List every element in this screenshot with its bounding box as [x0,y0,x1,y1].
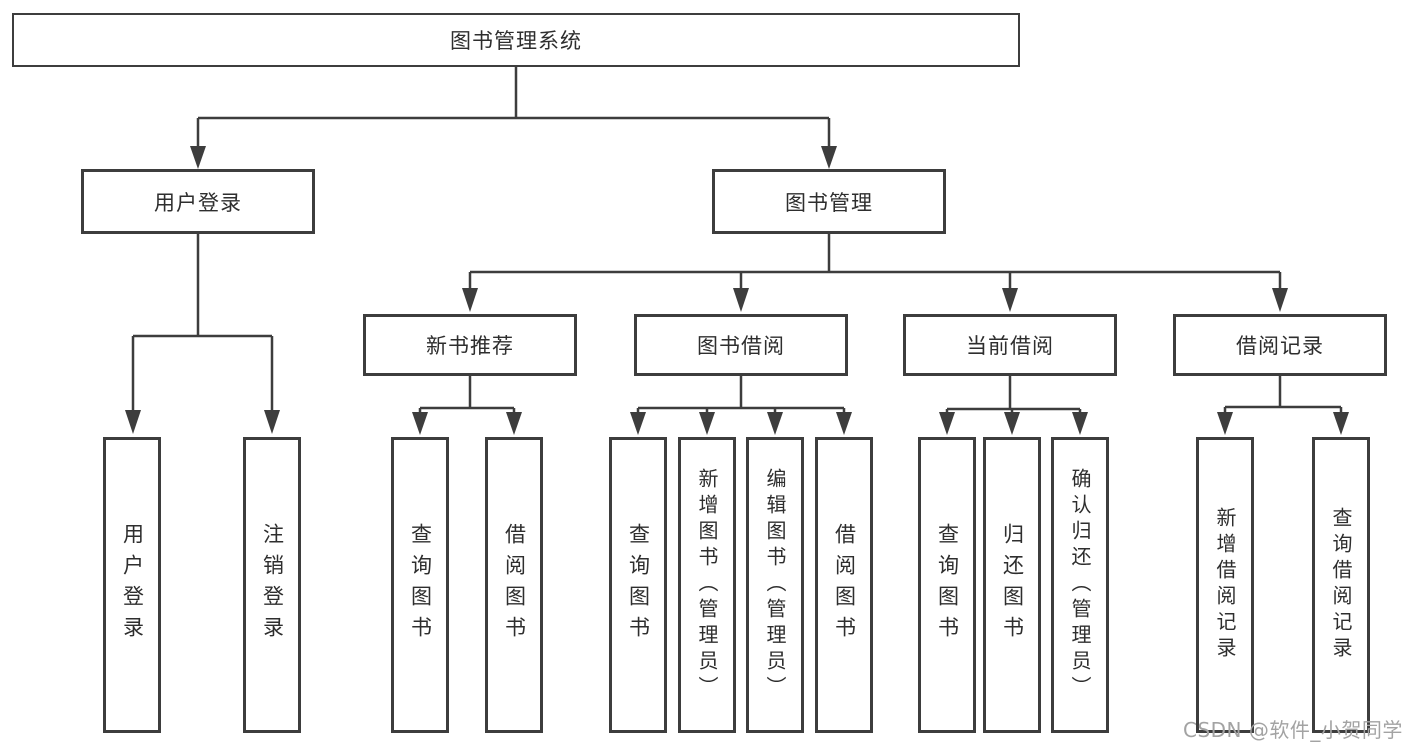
leaf-borrow-books-recommend: 借阅图书 [485,437,543,733]
leaf-add-borrow-record: 新增借阅记录 [1196,437,1254,733]
node-borrowing-records: 借阅记录 [1173,314,1387,376]
leaf-query-books-borrow-label: 查询图书 [626,523,651,647]
leaf-logout-label: 注销登录 [260,523,285,647]
node-root-system-label: 图书管理系统 [450,29,582,53]
node-root-system: 图书管理系统 [12,13,1020,67]
node-book-borrowing-label: 图书借阅 [697,334,785,358]
leaf-add-borrow-record-label: 新增借阅记录 [1213,507,1237,663]
node-new-book-recommendation-label: 新书推荐 [426,334,514,358]
leaf-add-books-admin: 新增图书（管理员） [678,437,736,733]
node-borrowing-records-label: 借阅记录 [1236,334,1324,358]
node-current-borrowing-label: 当前借阅 [966,334,1054,358]
leaf-add-books-admin-label: 新增图书（管理员） [695,468,719,702]
connector-user-login-to-leaves [125,234,280,434]
connector-root-to-level2 [190,67,837,169]
leaf-query-borrow-record: 查询借阅记录 [1312,437,1370,733]
leaf-user-login: 用户登录 [103,437,161,733]
node-user-login: 用户登录 [81,169,315,234]
leaf-borrow-books-label: 借阅图书 [832,523,857,647]
leaf-return-books: 归还图书 [983,437,1041,733]
node-book-management-label: 图书管理 [785,190,873,215]
leaf-query-books-current-label: 查询图书 [935,523,960,647]
leaf-query-borrow-record-label: 查询借阅记录 [1329,507,1353,663]
node-user-login-label: 用户登录 [154,190,242,215]
node-book-borrowing: 图书借阅 [634,314,848,376]
csdn-watermark: CSDN @软件_小贺同学 [1183,718,1403,742]
connector-new-book-to-leaves [412,376,522,435]
leaf-edit-books-admin: 编辑图书（管理员） [746,437,804,733]
leaf-borrow-books: 借阅图书 [815,437,873,733]
connector-records-to-leaves [1217,376,1349,435]
connector-book-borrow-to-leaves [630,376,852,435]
node-book-management: 图书管理 [712,169,946,234]
leaf-query-books-borrow: 查询图书 [609,437,667,733]
node-current-borrowing: 当前借阅 [903,314,1117,376]
leaf-borrow-books-recommend-label: 借阅图书 [502,523,527,647]
leaf-return-books-label: 归还图书 [1000,523,1025,647]
leaf-confirm-return-admin-label: 确认归还（管理员） [1068,468,1092,702]
leaf-edit-books-admin-label: 编辑图书（管理员） [763,468,787,702]
connector-current-borrow-to-leaves [939,376,1088,435]
leaf-query-books-recommend: 查询图书 [391,437,449,733]
node-new-book-recommendation: 新书推荐 [363,314,577,376]
leaf-confirm-return-admin: 确认归还（管理员） [1051,437,1109,733]
connector-book-mgmt-to-level3 [462,234,1288,312]
leaf-query-books-current: 查询图书 [918,437,976,733]
leaf-logout: 注销登录 [243,437,301,733]
leaf-user-login-label: 用户登录 [120,523,145,647]
leaf-query-books-recommend-label: 查询图书 [408,523,433,647]
